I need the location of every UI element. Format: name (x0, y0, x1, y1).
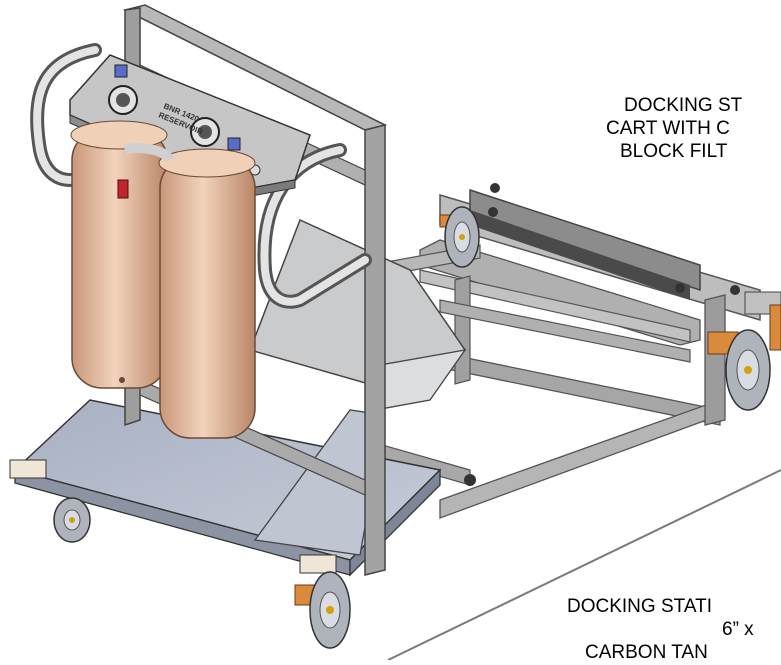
handle-right-shine (260, 146, 369, 306)
handle-left-shine (33, 46, 99, 184)
filter-tray (249, 218, 467, 411)
caster-wheel-top-right (439, 206, 480, 268)
filter-pipe (123, 143, 175, 164)
red-valve-icon (117, 179, 129, 199)
caster-wheel-front-left (53, 497, 91, 543)
upright-frame (122, 4, 388, 576)
label-bottom-line-2: 6” x (722, 619, 754, 640)
label-bottom-line-3: CARBON TAN (585, 642, 708, 663)
cart-deck (9, 399, 442, 577)
leader-line (387, 469, 781, 661)
filter-housing-right (158, 148, 256, 439)
label-docking-station-tank: DOCKING STATI 6” x CARBON TAN (567, 595, 754, 664)
label-top-line-3: BLOCK FILT (620, 141, 728, 162)
filter-housing-left (70, 120, 168, 389)
label-top-line-2: CART WITH C (606, 118, 730, 139)
label-top-line-1: DOCKING ST (624, 95, 743, 116)
caster-wheel-front-right (294, 571, 351, 649)
label-docking-station-cart: DOCKING ST CART WITH C BLOCK FILT (606, 94, 742, 163)
caster-wheel-right (707, 291, 781, 411)
label-bottom-line-1: DOCKING STATI (567, 596, 712, 617)
